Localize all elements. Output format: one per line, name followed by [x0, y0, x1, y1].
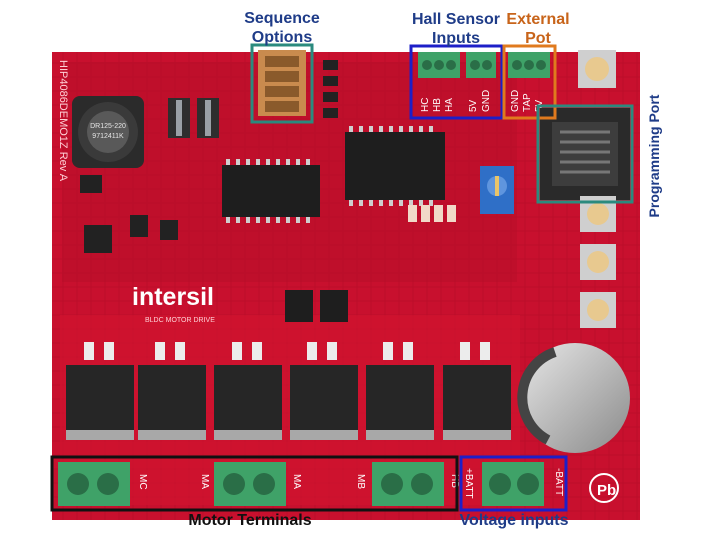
pin-label-5v: 5V	[468, 99, 479, 112]
microcontroller-ic	[345, 126, 445, 206]
part-number: HIP4086DEMO1Z Rev A	[57, 60, 69, 182]
pot-label-tap: TAP	[522, 93, 533, 112]
sequence-options-callout-box	[250, 43, 314, 124]
small-ics	[80, 175, 348, 322]
mosfet	[443, 342, 511, 440]
motor-terminals-label: Motor Terminals	[188, 512, 312, 529]
voltage-inputs-callout-box	[459, 455, 568, 512]
mosfet	[66, 342, 134, 440]
external-pot-line-2: Pot	[525, 30, 551, 47]
mosfet-row	[66, 342, 511, 440]
battery-terminal-block	[482, 462, 544, 506]
batt-minus-label: -BATT	[553, 468, 564, 496]
mosfet	[366, 342, 434, 440]
programming-port-label: Programming Port	[646, 94, 662, 218]
pb-text: Pb	[597, 482, 616, 499]
external-pot-line-1: External	[506, 11, 570, 28]
motor-label-hb: HB	[449, 474, 460, 488]
external-pot-callout-box	[502, 44, 557, 120]
inductor-text-1: DR125-220	[90, 123, 126, 130]
status-leds	[408, 205, 456, 222]
motor-label-mc: MC	[137, 474, 148, 490]
diodes	[168, 98, 219, 138]
external-pot-label: External Pot	[500, 10, 576, 48]
pin-label-hc: HC	[420, 98, 431, 112]
sequence-options-label: Sequence Options	[242, 9, 322, 47]
hall-sensor-line-1: Hall Sensor	[411, 11, 501, 28]
motor-label-ma: MA	[199, 474, 210, 489]
mosfet	[290, 342, 358, 440]
sequence-options-line-1: Sequence	[244, 10, 320, 27]
motor-label-mb: MB	[355, 474, 366, 489]
electrolytic-capacitor	[517, 343, 630, 453]
pin-label-ha: HA	[444, 98, 455, 112]
motor-label-ma-2: MA	[291, 474, 302, 489]
lead-free-mark	[589, 473, 619, 503]
pin-label-gnd: GND	[481, 90, 492, 112]
hall-sensor-callout-box	[409, 44, 504, 120]
hall-sensor-inputs-label: Hall Sensor Inputs	[400, 10, 512, 48]
inductor: DR125-220 9712411K	[72, 96, 144, 168]
hall-sensor-line-2: Inputs	[432, 30, 480, 47]
dip-switch	[258, 50, 306, 116]
motor-terminal-blocks	[58, 462, 444, 506]
pin-label-hb: HB	[432, 98, 443, 112]
brand-logo: intersil	[132, 283, 214, 311]
resistor-array	[323, 60, 338, 118]
trim-potentiometer	[480, 166, 514, 214]
hall-terminal-block	[418, 52, 496, 78]
voltage-inputs-label: Voltage inputs	[459, 512, 569, 529]
programming-port-callout-box	[536, 104, 634, 204]
sequence-options-line-2: Options	[251, 29, 313, 46]
board-subtitle: BLDC MOTOR DRIVE	[145, 317, 215, 324]
mosfet	[214, 342, 282, 440]
driver-ic	[222, 159, 320, 223]
pot-label-gnd: GND	[510, 90, 521, 112]
programming-connector	[540, 108, 630, 200]
pot-terminal-block	[508, 52, 550, 78]
batt-plus-label: +BATT	[463, 468, 474, 499]
mosfet	[138, 342, 206, 440]
motor-terminals-callout-box	[50, 455, 459, 512]
inductor-text-2: 9712411K	[92, 133, 124, 140]
